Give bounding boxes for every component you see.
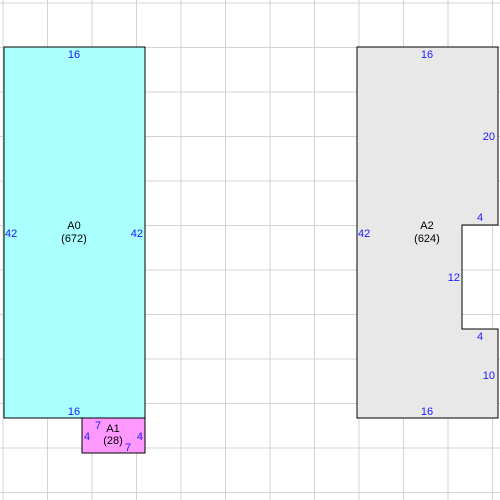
area-a0-id: A0 — [67, 220, 80, 232]
area-a0-size: (672) — [61, 233, 87, 245]
area-a2-dim-bottom: 16 — [421, 406, 433, 418]
area-a2-id: A2 — [420, 220, 433, 232]
area-a1-dim-right: 4 — [137, 431, 143, 443]
area-a2-dim-notch-bottom: 4 — [477, 331, 483, 343]
area-a1-id: A1 — [106, 423, 119, 435]
area-a2-dim-right-lower: 10 — [483, 370, 495, 382]
area-a1-shape[interactable] — [81, 417, 146, 454]
area-a0-dim-right: 42 — [131, 228, 143, 240]
area-a0-dim-top: 16 — [68, 49, 80, 61]
area-a1-size: (28) — [103, 435, 123, 447]
area-a2-size: (624) — [414, 233, 440, 245]
area-a2-dim-notch-top: 4 — [477, 212, 483, 224]
area-a0-dim-left: 42 — [5, 228, 17, 240]
area-a1[interactable]: A1 (28) 7 7 4 4 — [81, 417, 146, 454]
area-a1-dim-left: 4 — [84, 431, 90, 443]
area-a2-dim-notch-depth: 12 — [448, 272, 460, 284]
area-a1-dim-bottom: 7 — [125, 442, 131, 454]
area-a2-dim-right-upper: 20 — [483, 131, 495, 143]
area-a2-shape[interactable] — [356, 46, 499, 419]
area-a2-dim-left: 42 — [358, 228, 370, 240]
area-a2[interactable]: A2 (624) 16 16 42 20 4 12 4 10 — [356, 46, 499, 419]
area-a0-shape[interactable] — [3, 46, 146, 419]
area-a0-dim-bottom: 16 — [68, 406, 80, 418]
area-a0[interactable]: A0 (672) 16 16 42 42 — [3, 46, 146, 419]
area-a2-dim-top: 16 — [421, 49, 433, 61]
area-a1-dim-top: 7 — [95, 420, 101, 432]
